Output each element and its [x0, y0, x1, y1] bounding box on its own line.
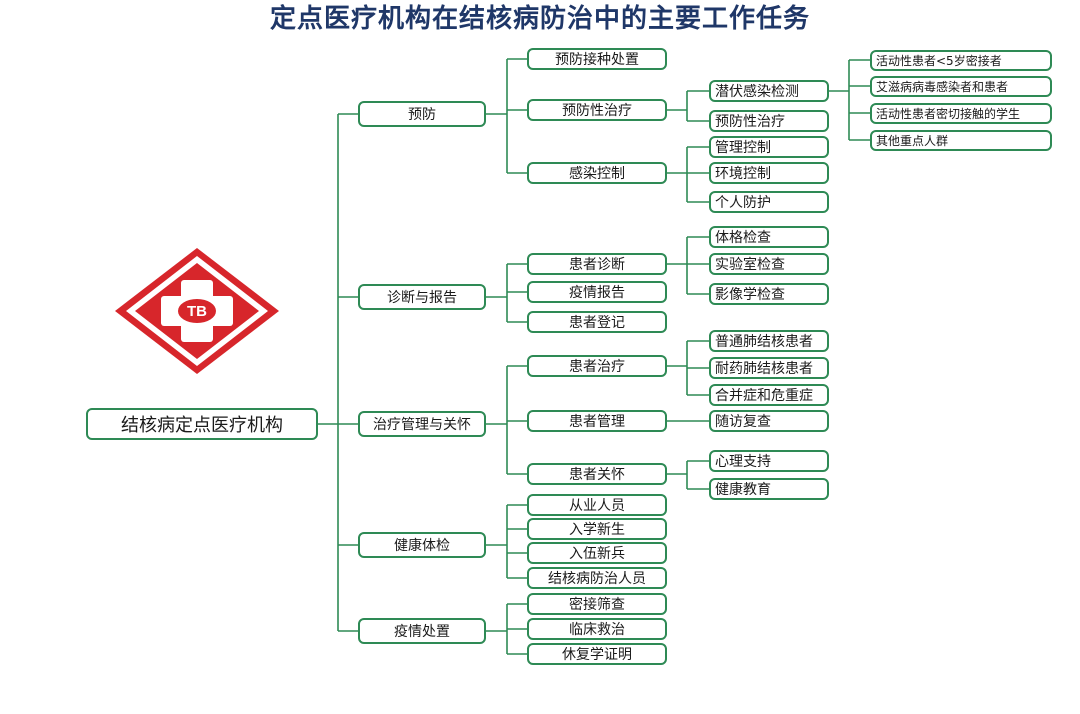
node-control-2: 环境控制: [709, 162, 829, 184]
node-care-2: 健康教育: [709, 478, 829, 500]
node-type-1: 普通肺结核患者: [709, 330, 829, 352]
node-control-3: 个人防护: [709, 191, 829, 213]
node-vaccination: 预防接种处置: [527, 48, 667, 70]
node-health-3: 入伍新兵: [527, 542, 667, 564]
node-health-check: 健康体检: [358, 532, 486, 558]
node-care-1: 心理支持: [709, 450, 829, 472]
node-followup: 随访复查: [709, 410, 829, 432]
node-registration: 患者登记: [527, 311, 667, 333]
tb-cross-logo-icon: TB: [115, 248, 279, 374]
root-node: 结核病定点医疗机构: [86, 408, 318, 440]
node-group-1: 活动性患者<5岁密接者: [870, 50, 1052, 71]
node-control-1: 管理控制: [709, 136, 829, 158]
node-epidemic-1: 密接筛查: [527, 593, 667, 615]
node-epidemic: 疫情处置: [358, 618, 486, 644]
node-preventive-treatment: 预防性治疗: [527, 99, 667, 121]
node-patient-diagnosis: 患者诊断: [527, 253, 667, 275]
page-title: 定点医疗机构在结核病防治中的主要工作任务: [269, 4, 810, 34]
node-group-3: 活动性患者密切接触的学生: [870, 103, 1052, 124]
node-infection-control: 感染控制: [527, 162, 667, 184]
node-prevention: 预防: [358, 101, 486, 127]
node-patient-care: 患者关怀: [527, 463, 667, 485]
node-group-2: 艾滋病病毒感染者和患者: [870, 76, 1052, 97]
node-preventive-treatment-2: 预防性治疗: [709, 110, 829, 132]
node-epidemic-2: 临床救治: [527, 618, 667, 640]
node-latent-test: 潜伏感染检测: [709, 80, 829, 102]
tb-logo: TB: [115, 248, 279, 374]
node-exam-1: 体格检查: [709, 226, 829, 248]
node-diagnosis: 诊断与报告: [358, 284, 486, 310]
node-patient-management: 患者管理: [527, 410, 667, 432]
node-group-4: 其他重点人群: [870, 130, 1052, 151]
node-exam-3: 影像学检查: [709, 283, 829, 305]
node-health-2: 入学新生: [527, 518, 667, 540]
node-epidemic-3: 休复学证明: [527, 643, 667, 665]
node-treatment: 治疗管理与关怀: [358, 411, 486, 437]
logo-text: TB: [187, 303, 207, 320]
node-type-2: 耐药肺结核患者: [709, 357, 829, 379]
node-exam-2: 实验室检查: [709, 253, 829, 275]
node-health-1: 从业人员: [527, 494, 667, 516]
node-epidemic-report: 疫情报告: [527, 281, 667, 303]
node-patient-treatment: 患者治疗: [527, 355, 667, 377]
node-type-3: 合并症和危重症: [709, 384, 829, 406]
node-health-4: 结核病防治人员: [527, 567, 667, 589]
